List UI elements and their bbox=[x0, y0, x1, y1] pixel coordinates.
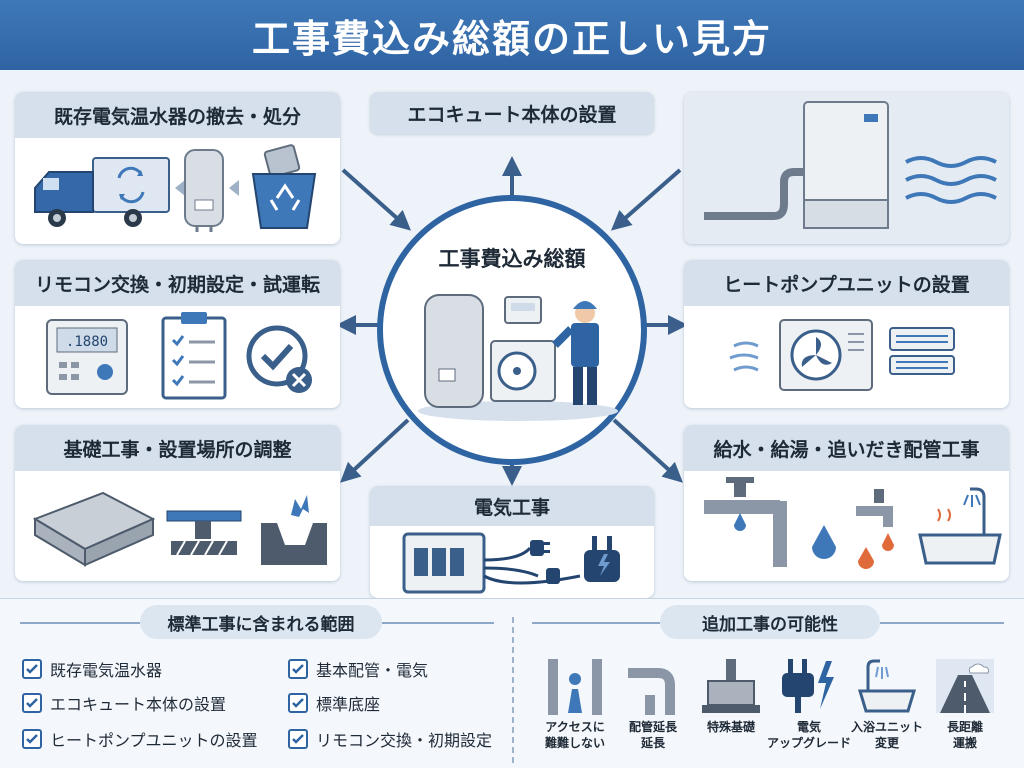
panel-electrical-header: 電気工事 bbox=[370, 486, 654, 526]
standard-item: エコキュート本体の設置 bbox=[22, 689, 226, 717]
additional-item: 特殊基礎 bbox=[694, 655, 768, 767]
panel-foundation: 基礎工事・設置場所の調整 bbox=[15, 425, 340, 581]
ecocute-unit-icon bbox=[704, 101, 997, 229]
additional-item: アクセスに難難しない bbox=[538, 655, 612, 767]
concrete-base-icon bbox=[32, 491, 156, 567]
panel-ecocute-header: エコキュート本体の設置 bbox=[370, 92, 654, 134]
recycle-bin-icon bbox=[251, 144, 317, 229]
water-drop-icon bbox=[812, 525, 836, 559]
standard-item: 既存電気温水器 bbox=[22, 655, 162, 683]
pipe-extension-icon bbox=[628, 668, 675, 715]
standard-item-label: エコキュート本体の設置 bbox=[50, 695, 227, 714]
additional-item: 入浴ユニット変更 bbox=[850, 655, 924, 767]
panel-heatpump-header: ヒートポンプユニットの設置 bbox=[684, 260, 1009, 306]
additional-rule-left bbox=[532, 622, 660, 624]
truck-icon bbox=[34, 157, 170, 227]
checkbox-icon bbox=[22, 693, 42, 713]
standard-item-label: ヒートポンプユニットの設置 bbox=[50, 731, 258, 750]
long-distance-road-icon bbox=[936, 659, 994, 713]
special-foundation-icon bbox=[702, 659, 760, 713]
checkbox-icon bbox=[288, 729, 308, 749]
panel-remote-header: リモコン交換・初期設定・試運転 bbox=[15, 260, 340, 306]
checkbox-icon bbox=[22, 729, 42, 749]
remote-display-text: .1880 bbox=[66, 334, 108, 350]
electric-upgrade-icon bbox=[782, 659, 834, 713]
heatpump-outdoor-icon bbox=[490, 340, 556, 402]
panel-ecocute-illustration bbox=[684, 92, 1009, 244]
bottom-section: 標準工事に含まれる範囲 追加工事の可能性 既存電気温水器 エコキュート本体の設置… bbox=[0, 598, 1024, 768]
heatpump-unit-icon bbox=[779, 319, 873, 391]
additional-rule-right bbox=[880, 622, 1004, 624]
additional-item: 長距離運搬 bbox=[928, 655, 1002, 767]
checklist-icon bbox=[161, 312, 227, 400]
plumbing-illustration bbox=[704, 477, 1002, 569]
hot-water-faucet-icon bbox=[856, 489, 894, 569]
additional-title: 追加工事の可能性 bbox=[660, 605, 880, 639]
standard-rule-right bbox=[382, 622, 494, 624]
additional-item: 電気アップグレード bbox=[767, 655, 851, 767]
standard-item-label: 標準底座 bbox=[316, 695, 381, 714]
hub-circle: 工事費込み総額 bbox=[377, 195, 647, 465]
controller-icon bbox=[504, 296, 542, 324]
water-heater-icon bbox=[184, 149, 224, 232]
narrow-access-icon bbox=[548, 659, 602, 715]
panel-plumbing: 給水・給湯・追いだき配管工事 bbox=[684, 425, 1009, 581]
standard-item: 基本配管・電気 bbox=[288, 655, 428, 683]
panel-removal-header: 既存電気温水器の撤去・処分 bbox=[15, 92, 340, 138]
foundation-illustration bbox=[32, 491, 327, 567]
pipe-faucet-icon bbox=[704, 477, 787, 567]
panel-foundation-header: 基礎工事・設置場所の調整 bbox=[15, 425, 340, 471]
remote-controller-icon: .1880 bbox=[46, 319, 128, 395]
heatpump-illustration bbox=[729, 319, 955, 391]
panel-plumbing-header: 給水・給湯・追いだき配管工事 bbox=[684, 425, 1009, 471]
standard-rule-left bbox=[20, 622, 140, 624]
checkbox-icon bbox=[288, 659, 308, 679]
bath-unit-icon bbox=[857, 659, 917, 713]
panel-heatpump: ヒートポンプユニットの設置 bbox=[684, 260, 1009, 408]
standard-item: ヒートポンプユニットの設置 bbox=[22, 725, 258, 753]
page-title: 工事費込み総額の正しい見方 bbox=[251, 16, 772, 61]
standard-item-label: リモコン交換・初期設定 bbox=[316, 731, 493, 750]
power-plug-icon bbox=[584, 536, 620, 582]
checkbox-icon bbox=[288, 693, 308, 713]
plug-icon bbox=[530, 540, 560, 584]
remote-illustration: .1880 bbox=[46, 312, 312, 400]
air-conditioner-icon bbox=[889, 327, 955, 375]
bathtub-icon bbox=[918, 487, 1002, 565]
panel-remote: リモコン交換・初期設定・試運転 .1880 bbox=[15, 260, 340, 408]
standard-item-label: 既存電気温水器 bbox=[50, 661, 163, 680]
hub-title: 工事費込み総額 bbox=[438, 247, 586, 271]
title-banner: 工事費込み総額の正しい見方 bbox=[0, 0, 1024, 70]
worker-icon bbox=[552, 301, 599, 405]
ground-excavation-icon bbox=[261, 495, 327, 565]
leveling-tool-icon bbox=[166, 510, 242, 556]
standard-item-label: 基本配管・電気 bbox=[316, 661, 429, 680]
check-cancel-icon bbox=[246, 325, 312, 393]
removal-illustration bbox=[34, 144, 317, 232]
hub-illustration bbox=[418, 294, 618, 421]
panel-electrical: 電気工事 bbox=[370, 486, 654, 598]
section-divider bbox=[512, 617, 514, 763]
tank-icon bbox=[424, 294, 484, 408]
checkbox-icon bbox=[22, 659, 42, 679]
breaker-panel-icon bbox=[402, 532, 486, 594]
standard-title: 標準工事に含まれる範囲 bbox=[140, 605, 382, 639]
additional-item: 配管延長延長 bbox=[616, 655, 690, 767]
panel-removal: 既存電気温水器の撤去・処分 bbox=[15, 92, 340, 244]
standard-item: 標準底座 bbox=[288, 689, 380, 717]
electrical-illustration bbox=[402, 532, 620, 594]
standard-item: リモコン交換・初期設定 bbox=[288, 725, 492, 753]
